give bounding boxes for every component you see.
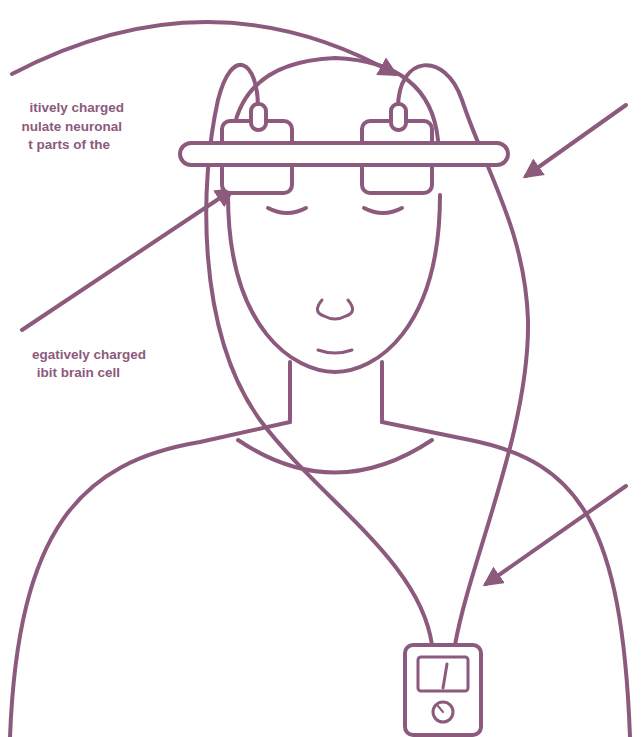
- shoulder: [382, 422, 630, 737]
- shoulder: [10, 422, 290, 737]
- needle: [443, 664, 447, 688]
- callout-text: nulate neuronal: [21, 119, 122, 135]
- eye: [268, 208, 306, 213]
- leader-line: [12, 22, 395, 74]
- callout-text: itively charged: [29, 100, 124, 116]
- electrode-tab: [251, 104, 266, 130]
- dial: [433, 702, 453, 722]
- callout-text: egatively charged: [32, 347, 146, 363]
- collar: [238, 440, 432, 473]
- callout-text: ibit brain cell: [37, 365, 120, 381]
- leader-line: [526, 105, 626, 176]
- leader-line: [22, 190, 232, 330]
- neck: [380, 362, 384, 422]
- mouth: [318, 350, 352, 353]
- nose: [317, 300, 352, 319]
- eye: [364, 208, 402, 213]
- electrode-tab: [391, 104, 406, 130]
- stimulator-device: [405, 645, 481, 735]
- callout-text: t parts of the: [28, 137, 110, 153]
- dial-pointer: [438, 706, 443, 712]
- meter: [418, 657, 468, 691]
- face-outline: [228, 195, 440, 372]
- neck: [288, 362, 292, 422]
- leader-line: [486, 486, 626, 584]
- headband: [180, 143, 508, 165]
